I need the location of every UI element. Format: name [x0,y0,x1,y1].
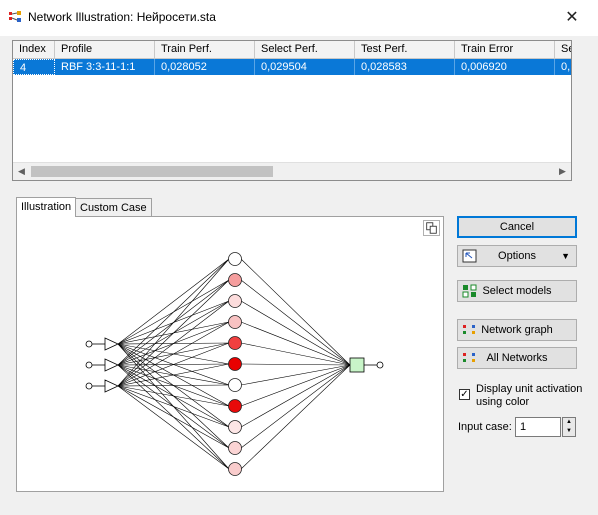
hidden-unit [228,315,242,329]
connection-line [240,363,351,366]
display-unit-checkbox[interactable]: ✓ [459,389,470,400]
connection-line [117,385,230,470]
results-grid[interactable]: Index Profile Train Perf. Select Perf. T… [12,40,572,181]
hidden-unit [228,462,242,476]
input-terminal [85,361,93,369]
table-cell: 0,029504 [255,59,355,75]
table-cell: 0, [555,59,571,75]
connection-line [240,364,351,470]
input-unit [104,337,119,351]
connection-line [117,258,230,387]
table-cell: RBF 3:3-11-1:1 [55,59,155,75]
stepper-up-icon[interactable]: ▲ [566,419,572,425]
all-networks-icon [463,353,475,362]
network-illustration-panel [16,216,444,492]
select-models-button[interactable]: Select models [457,280,577,302]
connection-line [117,363,230,387]
hidden-unit [228,357,242,371]
hidden-unit [228,273,242,287]
column-header[interactable]: Index [13,41,55,58]
close-button[interactable]: ✕ [565,9,579,26]
connection-line [240,364,351,386]
column-header[interactable]: Train Error [455,41,555,58]
output-terminal [376,361,384,369]
grid-header: Index Profile Train Perf. Select Perf. T… [13,41,571,59]
hidden-unit [228,420,242,434]
scroll-right-icon[interactable]: ▶ [559,166,566,176]
connection-line [240,258,351,366]
copy-icon[interactable] [423,220,440,236]
table-cell: 4 [13,59,55,75]
display-unit-label: Display unit activation using color [476,383,583,408]
connection-line [117,385,230,428]
hidden-unit [228,294,242,308]
hidden-unit [228,336,242,350]
connection-line [240,364,351,428]
input-unit [104,379,119,393]
all-networks-label: All Networks [486,352,548,364]
all-networks-button[interactable]: All Networks [457,347,577,369]
column-header[interactable]: Train Perf. [155,41,255,58]
scroll-left-icon[interactable]: ◀ [18,166,25,176]
column-header[interactable]: Se [555,41,571,58]
connection-line [117,258,230,366]
input-case-label: Input case: [458,421,512,433]
network-graph-label: Network graph [481,324,553,336]
hidden-unit [228,378,242,392]
connection-line [117,385,230,449]
window-title: Network Illustration: Нейросети.sta [28,10,216,24]
scroll-thumb[interactable] [31,166,273,177]
connection-line [240,300,351,366]
connection-line [117,279,230,387]
select-models-label: Select models [482,285,552,297]
hidden-unit [228,399,242,413]
hidden-unit [228,252,242,266]
input-terminal [85,340,93,348]
connection-line [240,364,351,449]
connection-line [117,385,230,407]
table-cell: 0,006920 [455,59,555,75]
hidden-unit [228,441,242,455]
connection-line [117,321,230,387]
horizontal-scrollbar[interactable]: ◀ ▶ [13,162,571,180]
network-diagram [85,252,384,476]
connection-line [117,384,230,387]
chevron-down-icon: ▼ [561,251,570,261]
input-terminal [85,382,93,390]
title-bar: Network Illustration: Нейросети.sta ✕ [0,0,598,36]
connection-line [240,321,351,366]
connection-line [240,342,351,366]
cancel-label: Cancel [499,221,535,233]
tab-illustration[interactable]: Illustration [16,197,77,217]
cancel-button[interactable]: Cancel [457,216,577,238]
input-case-stepper[interactable]: ▲ ▼ [562,417,576,437]
connection-line [117,342,230,387]
options-icon [462,249,477,263]
stepper-down-icon[interactable]: ▼ [566,428,572,434]
connection-line [117,300,230,387]
column-header[interactable]: Profile [55,41,155,58]
input-case-field[interactable]: 1 [515,417,561,437]
options-button[interactable]: Options ▼ [457,245,577,267]
network-graph-button[interactable]: Network graph [457,319,577,341]
input-unit [104,358,119,372]
network-graph-icon [463,325,475,334]
table-cell: 0,028583 [355,59,455,75]
table-row[interactable]: 4 RBF 3:3-11-1:1 0,028052 0,029504 0,028… [13,59,571,75]
column-header[interactable]: Select Perf. [255,41,355,58]
connection-line [240,279,351,366]
tab-custom-case[interactable]: Custom Case [75,198,152,216]
network-app-icon [9,11,21,22]
table-cell: 0,028052 [155,59,255,75]
connection-line [240,364,351,407]
select-models-icon [462,284,477,298]
output-unit [349,357,365,373]
column-header[interactable]: Test Perf. [355,41,455,58]
options-label: Options [498,250,536,262]
connection-line [117,258,230,345]
